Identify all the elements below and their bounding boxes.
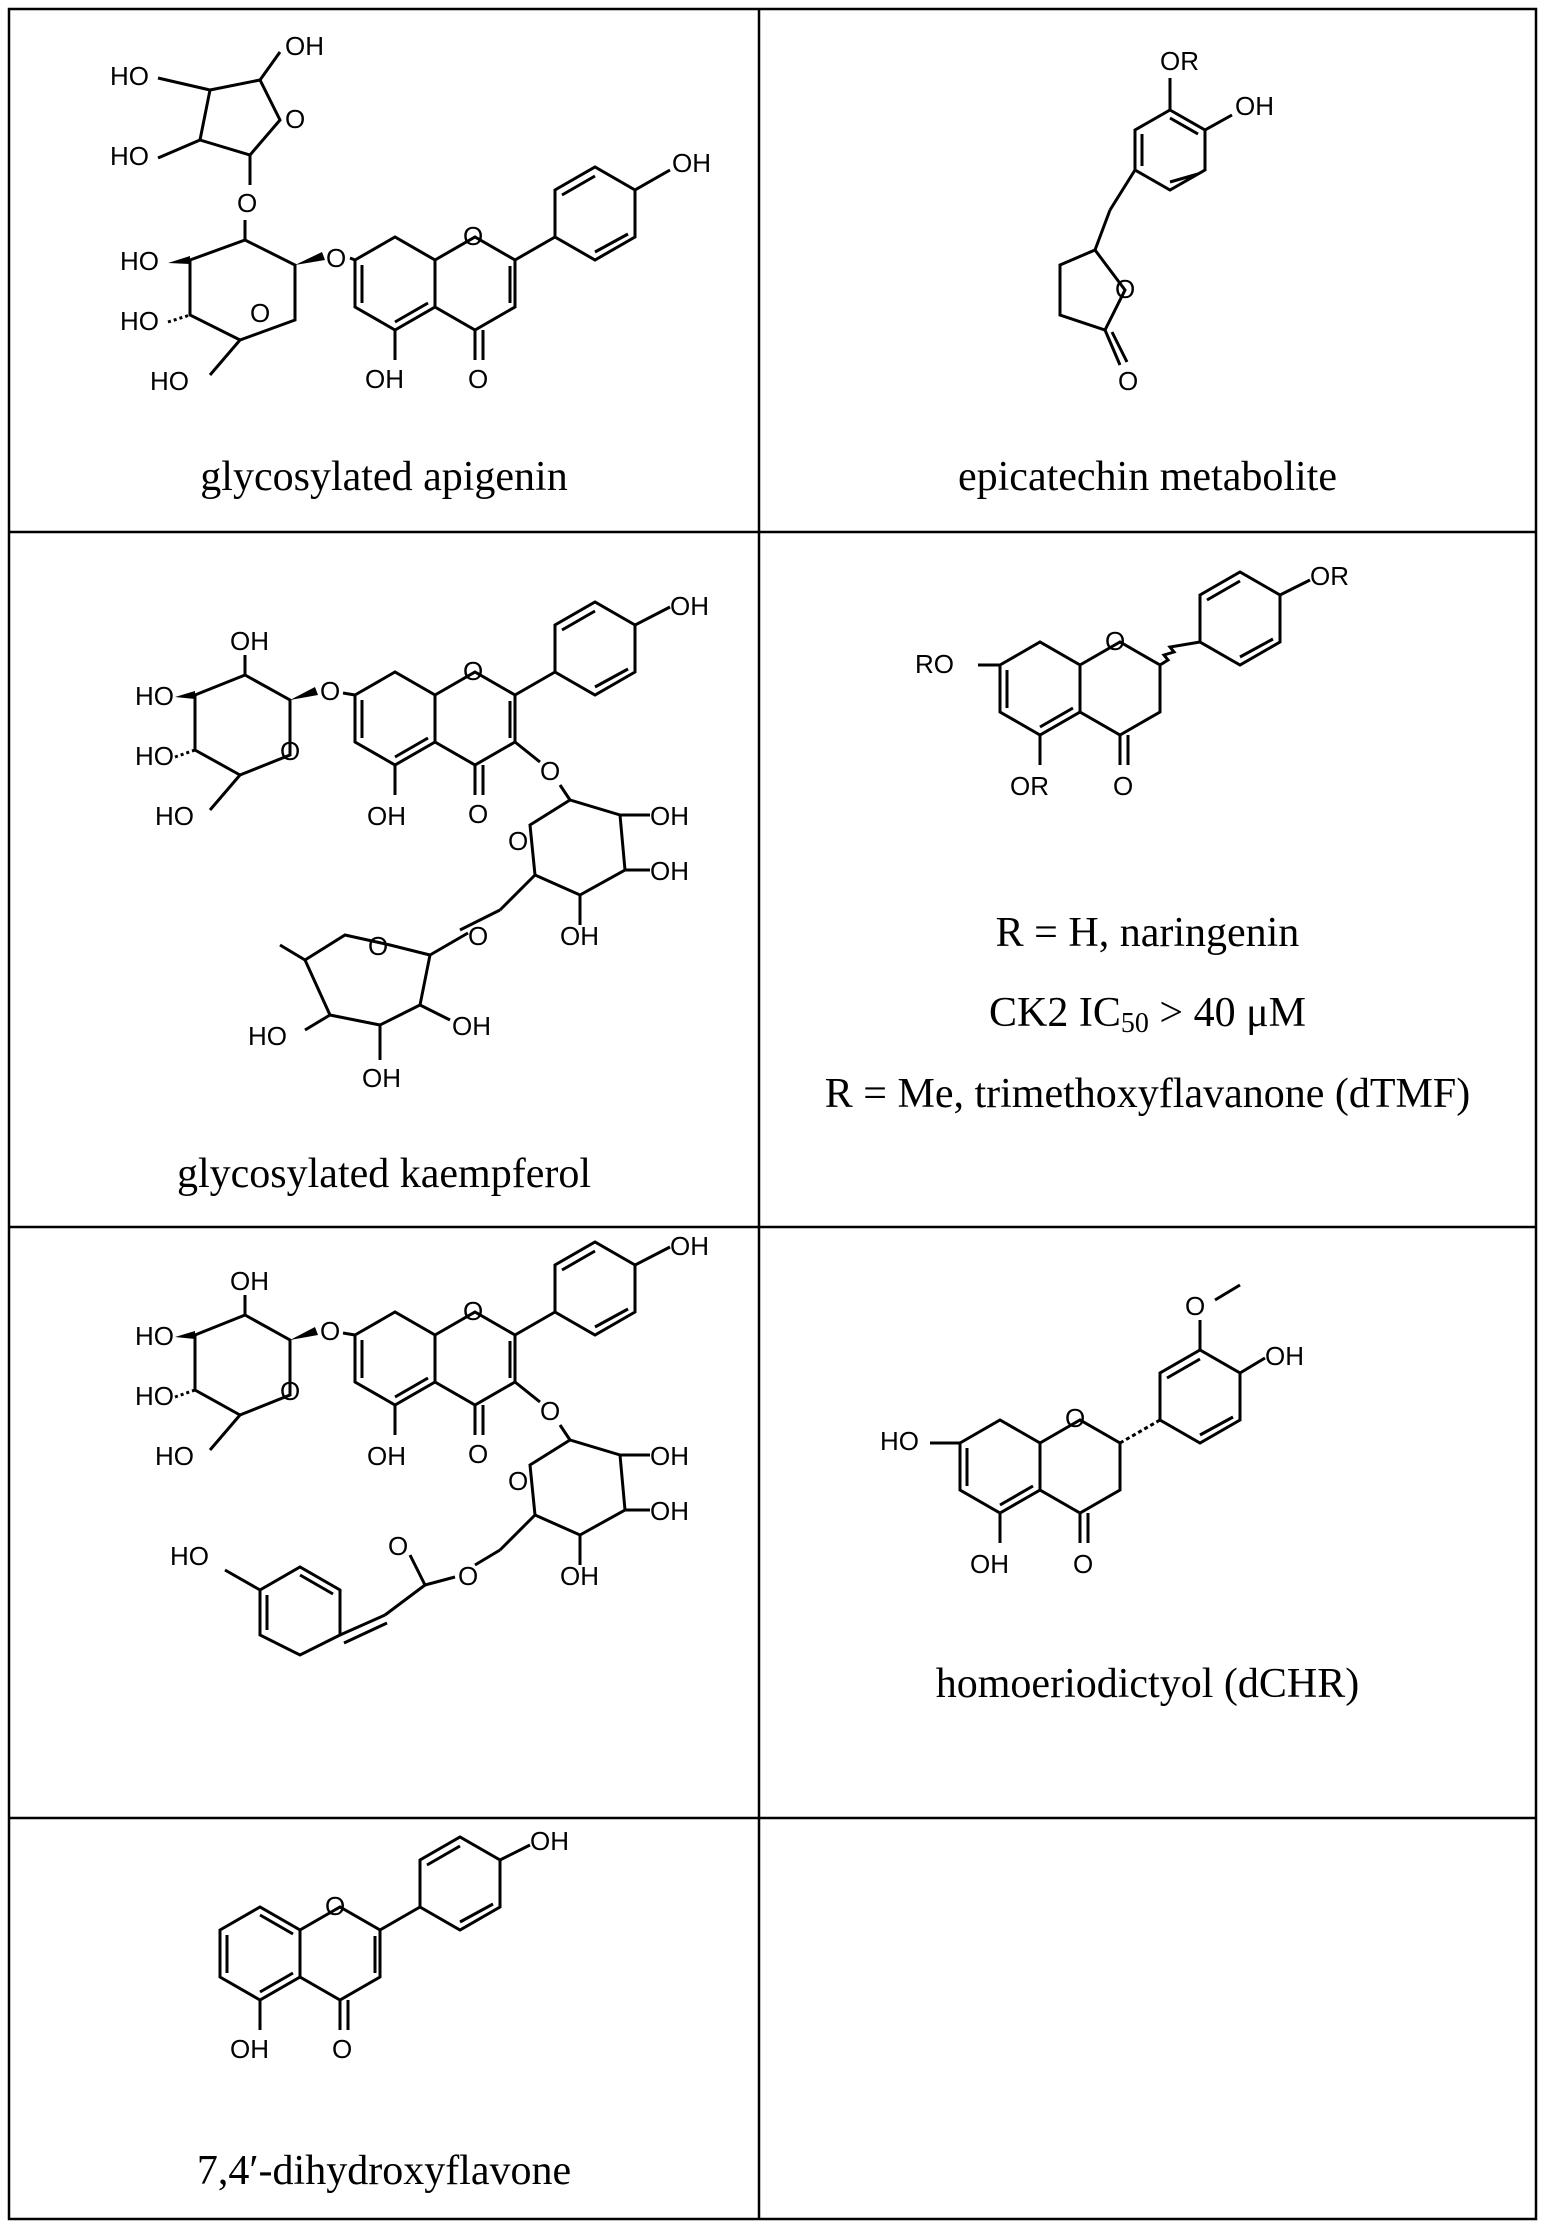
svg-text:OH: OH [650,856,689,886]
svg-text:O: O [468,364,488,394]
svg-text:O: O [540,1396,560,1426]
naringenin-structure: RO O O OR OR [900,555,1460,835]
svg-text:OH: OH [530,1826,569,1856]
svg-text:O: O [468,799,488,829]
svg-text:O: O [463,656,483,686]
svg-text:O: O [368,931,388,961]
svg-text:HO: HO [120,306,159,336]
svg-text:OH: OH [970,1549,1009,1579]
svg-text:O: O [508,1466,528,1496]
svg-text:O: O [280,736,300,766]
svg-text:OH: OH [362,1063,401,1093]
svg-text:HO: HO [248,1021,287,1051]
svg-text:HO: HO [110,61,149,91]
svg-text:O: O [388,1531,408,1561]
naringenin-legend-line3: R = Me, trimethoxyflavanone (dTMF) [759,1073,1536,1115]
svg-text:HO: HO [150,366,189,396]
svg-text:HO: HO [155,1441,194,1471]
cell-caption-homoeriodictyol: homoeriodictyol (dCHR) [759,1663,1536,1705]
svg-text:O: O [1118,366,1138,396]
svg-text:O: O [332,2034,352,2064]
svg-text:O: O [540,756,560,786]
svg-text:OH: OH [670,1231,709,1261]
svg-text:O: O [468,921,488,951]
svg-text:OH: OH [452,1011,491,1041]
svg-text:HO: HO [170,1541,209,1571]
glycosylated-apigenin-structure: OH HO O HO O HO HO O HO O O O OH OH [90,20,730,400]
dihydroxyflavone-structure: O O OH OH [200,1830,620,2080]
svg-text:OH: OH [230,626,269,656]
svg-text:O: O [237,188,257,218]
svg-text:OH: OH [367,801,406,831]
svg-text:OH: OH [1265,1341,1304,1371]
svg-text:HO: HO [135,1381,174,1411]
svg-text:OR: OR [1160,46,1199,76]
svg-text:OH: OH [672,148,711,178]
svg-text:O: O [1065,1403,1085,1433]
svg-text:O: O [320,1316,340,1346]
svg-text:HO: HO [120,246,159,276]
svg-text:O: O [1113,771,1133,801]
svg-text:O: O [1105,626,1125,656]
svg-text:HO: HO [135,1321,174,1351]
svg-text:HO: HO [155,801,194,831]
svg-text:HO: HO [110,141,149,171]
cell-caption-dihydroxyflavone: 7,4′-dihydroxyflavone [9,2150,759,2192]
svg-text:OH: OH [285,31,324,61]
svg-text:O: O [280,1376,300,1406]
svg-text:HO: HO [880,1426,919,1456]
svg-text:OR: OR [1010,771,1049,801]
naringenin-legend-line1: R = H, naringenin [759,912,1536,954]
svg-text:OH: OH [230,2034,269,2064]
svg-text:O: O [463,1296,483,1326]
svg-text:OR: OR [1310,561,1349,591]
svg-text:O: O [508,826,528,856]
svg-text:OH: OH [1235,91,1274,121]
svg-text:HO: HO [135,681,174,711]
cell-caption-epicatechin-metabolite: epicatechin metabolite [759,456,1536,498]
svg-text:O: O [458,1561,478,1591]
svg-text:O: O [285,104,305,134]
svg-text:OH: OH [230,1266,269,1296]
svg-text:OH: OH [560,921,599,951]
svg-text:O: O [325,1891,345,1921]
glycosylated-kaempferol-structure: OH HO HO O HO O OH O O O OH O OH OH OH O… [130,615,730,1115]
svg-text:OH: OH [365,364,404,394]
svg-text:OH: OH [670,591,709,621]
svg-text:RO: RO [915,649,954,679]
homoeriodictyol-structure: HO O O OH O OH [880,1265,1440,1625]
epicatechin-metabolite-structure: OR OH O O [1020,30,1320,400]
cell-caption-glycosylated-apigenin: glycosylated apigenin [9,456,759,498]
svg-text:O: O [1185,1291,1205,1321]
svg-text:O: O [326,243,346,273]
svg-text:OH: OH [650,1441,689,1471]
svg-text:HO: HO [135,741,174,771]
svg-text:O: O [250,298,270,328]
svg-text:OH: OH [650,1496,689,1526]
svg-text:O: O [1115,274,1135,304]
svg-text:OH: OH [650,801,689,831]
naringenin-legend-line2: CK2 IC50 > 40 μM [759,992,1536,1034]
svg-text:O: O [463,221,483,251]
kaempferol-coumaroyl-glycoside-structure: OH HO HO O HO O OH O O O OH O OH OH OH O… [130,1255,730,1695]
svg-text:O: O [468,1439,488,1469]
cell-caption-glycosylated-kaempferol: glycosylated kaempferol [9,1153,759,1195]
svg-text:O: O [1073,1549,1093,1579]
svg-text:OH: OH [367,1441,406,1471]
svg-text:OH: OH [560,1561,599,1591]
svg-text:O: O [320,676,340,706]
